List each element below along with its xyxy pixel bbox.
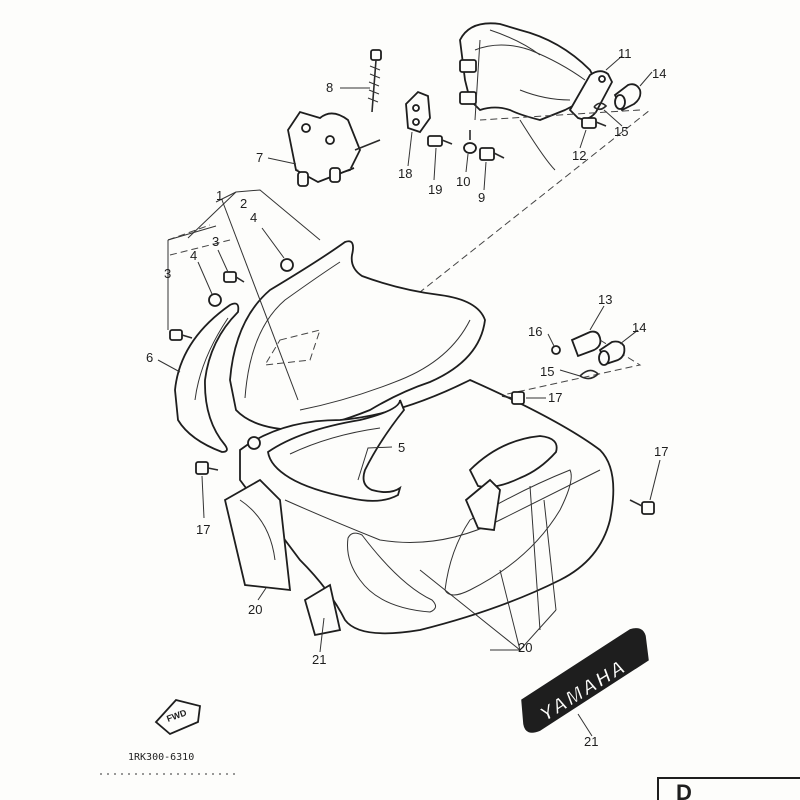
part-15-clip-upper — [593, 102, 608, 111]
callout-4-upper: 4 — [250, 210, 257, 225]
callout-10: 10 — [456, 174, 470, 189]
corner-mark: D — [657, 777, 800, 800]
callout-8: 8 — [326, 80, 333, 95]
leader-lines — [157, 55, 661, 737]
callout-18: 18 — [398, 166, 412, 181]
fwd-arrow: FWD — [154, 698, 201, 736]
callout-numbers: 1 2 3 3 4 4 5 6 7 8 9 10 11 12 13 14 14 … — [146, 46, 668, 749]
corner-letter: D — [676, 780, 692, 800]
callout-17-left: 17 — [196, 522, 210, 537]
callout-16: 16 — [528, 324, 542, 339]
callout-5: 5 — [398, 440, 405, 455]
part-18-bracket — [405, 90, 431, 134]
callout-11: 11 — [618, 46, 632, 61]
part-20-under-panels — [223, 478, 292, 592]
callout-21-left: 21 — [312, 652, 326, 667]
frame-stay-bracket — [459, 22, 602, 171]
part-9-bolt — [479, 147, 505, 161]
callout-15-lower: 15 — [540, 364, 554, 379]
part-10-washer — [463, 142, 477, 154]
callout-1: 1 — [216, 188, 223, 203]
callout-6: 6 — [146, 350, 153, 365]
callout-12: 12 — [572, 148, 586, 163]
part-12-bolt — [581, 117, 607, 129]
callout-17-right: 17 — [654, 444, 668, 459]
callout-14-upper: 14 — [652, 66, 666, 81]
part-5-inner-panel — [267, 399, 406, 502]
part-7-mount-bracket — [287, 110, 381, 187]
part-21-lower-piece — [303, 583, 342, 637]
callout-9: 9 — [478, 190, 485, 205]
callout-17-mid: 17 — [548, 390, 562, 405]
part-6-side-trim — [174, 302, 240, 453]
diagram-code: 1RK300-6310 — [128, 752, 194, 763]
callout-20-right: 20 — [518, 640, 532, 655]
callout-20-left: 20 — [248, 602, 262, 617]
callout-3-left: 3 — [164, 266, 171, 281]
callout-14-lower: 14 — [632, 320, 646, 335]
callout-3-upper: 3 — [212, 234, 219, 249]
part-19-bolt — [427, 135, 453, 147]
part-8-screw — [367, 49, 382, 113]
hardware-bolts — [169, 258, 655, 515]
callout-13: 13 — [598, 292, 612, 307]
yamaha-decal: YAMAHA — [521, 628, 649, 733]
right-inner-panel — [464, 435, 558, 532]
callout-7: 7 — [256, 150, 263, 165]
callout-4-left: 4 — [190, 248, 197, 263]
part-14-collar-upper — [613, 83, 642, 112]
callout-21-right: 21 — [584, 734, 598, 749]
callout-15-upper: 15 — [614, 124, 628, 139]
callout-2: 2 — [240, 196, 247, 211]
callout-19: 19 — [428, 182, 442, 197]
